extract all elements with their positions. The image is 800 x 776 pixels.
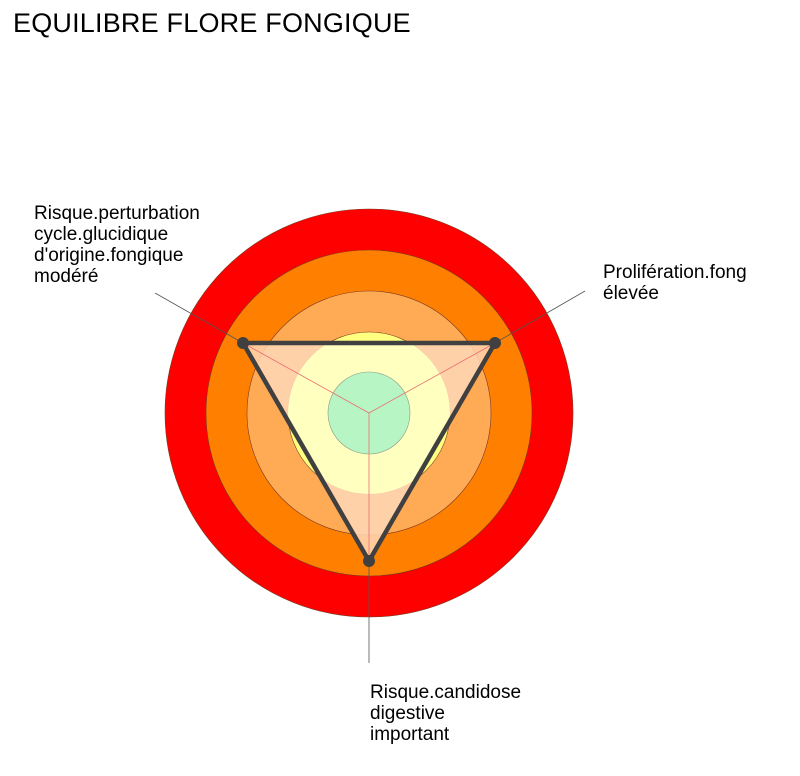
data-point-bottom [363, 555, 375, 567]
axis-label-right: Prolifération.fong élevée [603, 262, 747, 304]
axis-lines [154, 290, 586, 663]
data-polygon-outline [240, 340, 498, 564]
data-point-left [237, 337, 249, 349]
axis-label-left: Risque.perturbation cycle.glucidique d'o… [34, 203, 200, 287]
axis-label-bottom: Risque.candidose digestive important [370, 682, 522, 745]
chart-title: EQUILIBRE FLORE FONGIQUE [13, 8, 411, 38]
data-point-right [489, 337, 501, 349]
